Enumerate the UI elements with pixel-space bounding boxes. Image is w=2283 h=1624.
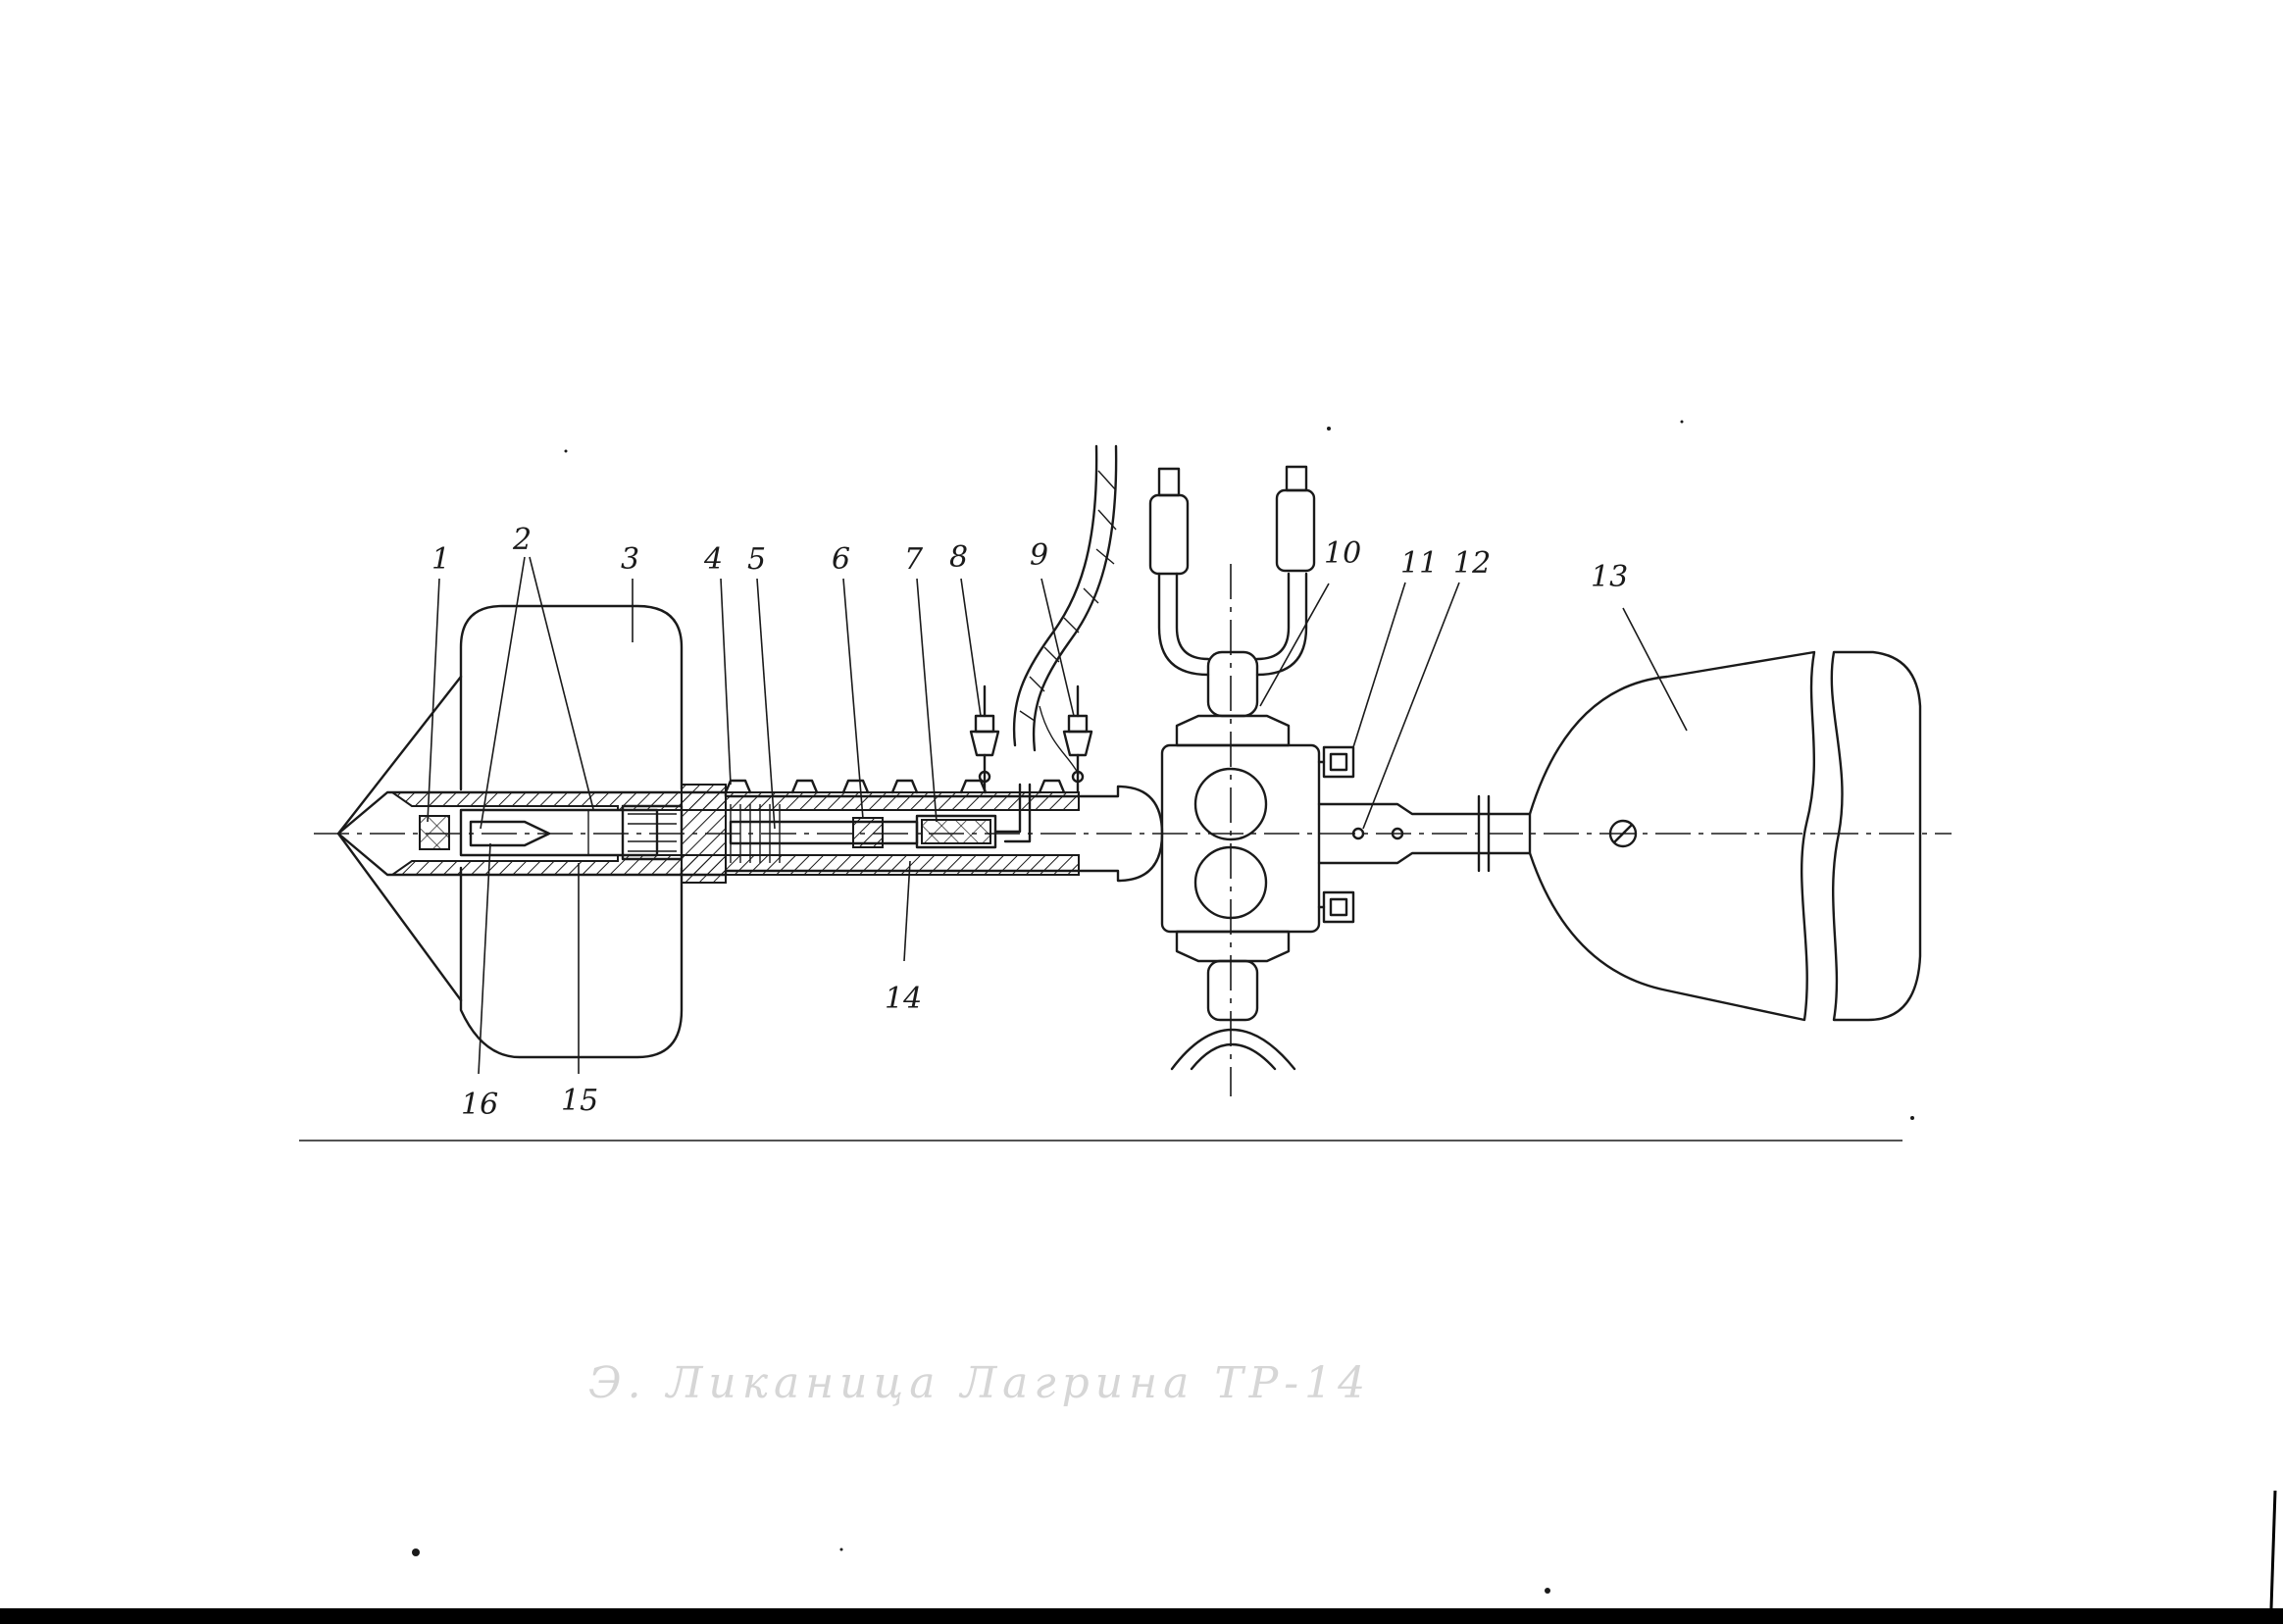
terminal-9: [1062, 685, 1093, 794]
nose-wing-lines: [336, 675, 463, 1002]
callout-numbers: 1 2 3 4 5 6 7 8 9 10 11 12 13 14 15 16: [431, 523, 1628, 1122]
part-10-collar: [1175, 714, 1291, 747]
callout-10: 10: [1324, 536, 1361, 571]
braided-cable: [1012, 444, 1118, 752]
callout-1: 1: [431, 542, 450, 577]
braided-cable-strands: [1019, 470, 1117, 722]
scan-specks: [412, 420, 1914, 1594]
body-wall-lower: [388, 854, 1080, 876]
fork-bottom: [1170, 1028, 1296, 1071]
callout-8: 8: [949, 540, 968, 575]
part-13-tail: [1830, 650, 1922, 1022]
callout-13: 13: [1591, 560, 1628, 594]
part-8-elbow: [993, 783, 1032, 843]
part-11-nuts: [1317, 745, 1355, 924]
callout-9: 9: [1030, 538, 1048, 573]
fin-upper: [459, 604, 684, 791]
body-wall-upper: [388, 791, 1080, 811]
part-15-16-capsule: [469, 820, 551, 847]
part-14-insert: [921, 819, 991, 844]
callout-12: 12: [1453, 546, 1491, 581]
part-5-rod: [729, 820, 919, 845]
terminal-8: [969, 685, 1000, 794]
callout-7: 7: [904, 542, 924, 577]
junction-spool-upper: [1193, 767, 1268, 841]
scan-border-bottom: [0, 1608, 2283, 1624]
callout-5: 5: [747, 542, 766, 577]
callout-16: 16: [461, 1088, 498, 1122]
part-10-stem: [1206, 650, 1259, 718]
inner-bore: [459, 808, 659, 857]
part-4-threads: [628, 813, 677, 852]
handwritten-caption: Э. Ликаница Лагрина ТР-14: [588, 1358, 1371, 1408]
wire-to-terminal-9: [1039, 705, 1080, 776]
leader-lines: [427, 556, 1688, 1075]
part-12-shaft: [1317, 802, 1532, 865]
wall-notches: [724, 779, 1066, 794]
bottom-stem: [1206, 959, 1259, 1022]
callout-11: 11: [1400, 546, 1438, 581]
callout-14: 14: [885, 982, 922, 1016]
fork-top: [1157, 572, 1308, 677]
bottom-collar: [1175, 930, 1291, 963]
callout-3: 3: [621, 542, 639, 577]
part-1-element: [419, 815, 450, 850]
fork-top-clamps: [1148, 465, 1316, 576]
part-13-stabiliser: [1528, 650, 1816, 1022]
part-6-plug: [852, 817, 884, 848]
fin-lower: [459, 866, 684, 1059]
callout-4: 4: [703, 542, 723, 577]
callout-15: 15: [561, 1084, 598, 1118]
callout-6: 6: [832, 542, 850, 577]
callout-2: 2: [512, 523, 532, 557]
scan-border-right: [2269, 1490, 2277, 1609]
